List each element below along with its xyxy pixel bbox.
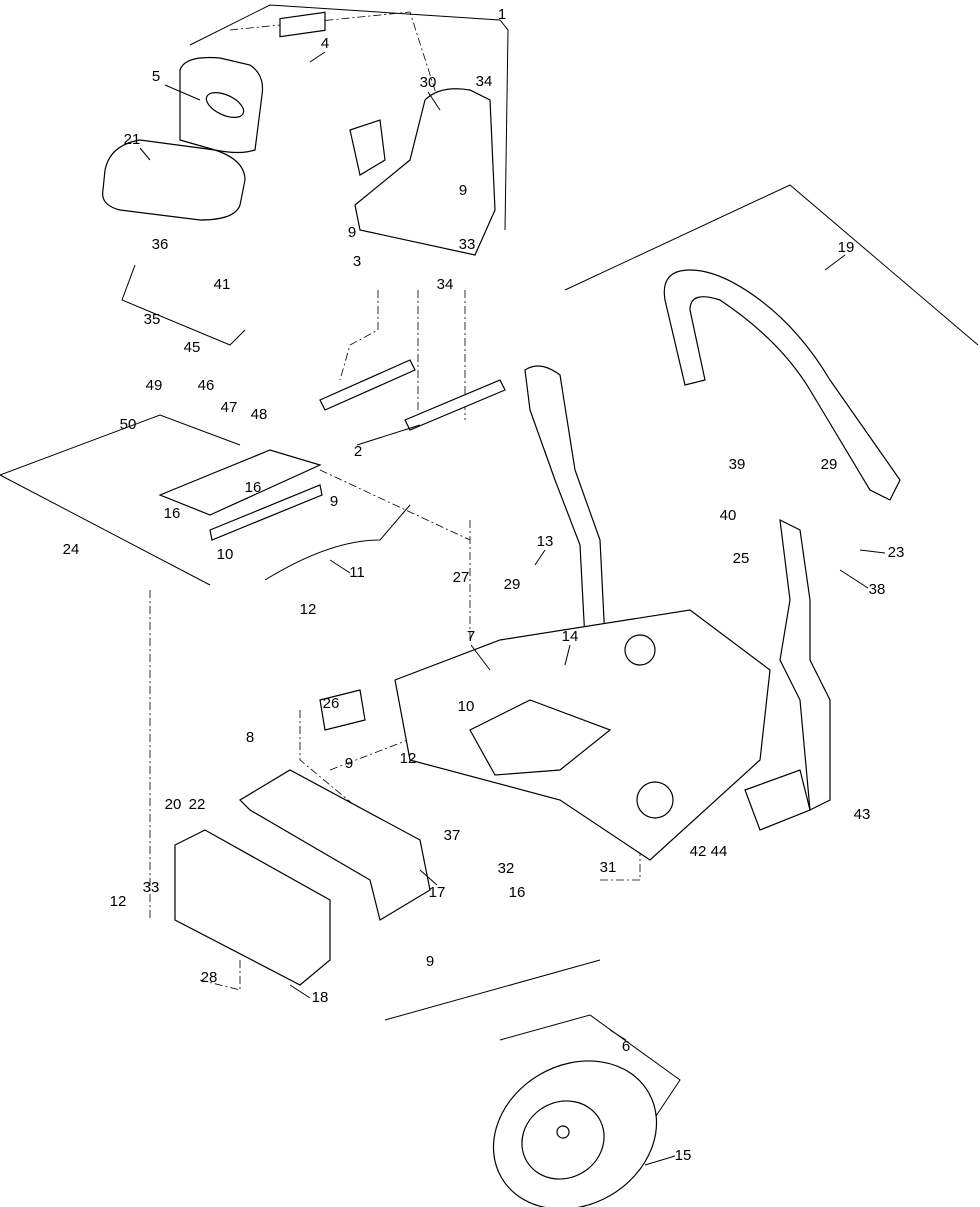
callout-6: 6 [622, 1038, 630, 1055]
callout-16: 16 [164, 505, 181, 522]
callout-16: 16 [509, 884, 526, 901]
callout-21: 21 [124, 131, 141, 148]
callout-25: 25 [733, 550, 750, 567]
seat-pan [280, 12, 495, 255]
callout-12: 12 [400, 750, 417, 767]
callout-11: 11 [349, 564, 365, 581]
callout-35: 35 [144, 311, 161, 328]
callout-48: 48 [251, 406, 268, 423]
callout-28: 28 [201, 969, 218, 986]
callout-26: 26 [323, 695, 340, 712]
callout-19: 19 [838, 239, 855, 256]
callout-31: 31 [600, 859, 617, 876]
callout-17: 17 [429, 884, 446, 901]
callout-42: 42 [690, 843, 707, 860]
callout-29: 29 [821, 456, 838, 473]
callout-44: 44 [711, 843, 728, 860]
callout-10: 10 [217, 546, 234, 563]
callout-9: 9 [345, 755, 353, 772]
callout-14: 14 [562, 628, 579, 645]
callout-41: 41 [214, 276, 231, 293]
callout-43: 43 [854, 806, 871, 823]
callout-34: 34 [476, 73, 493, 90]
callout-45: 45 [184, 339, 201, 356]
callout-9: 9 [348, 224, 356, 241]
callout-27: 27 [453, 569, 470, 586]
callout-23: 23 [888, 544, 905, 561]
callout-22: 22 [189, 796, 206, 813]
callout-47: 47 [221, 399, 238, 416]
callout-5: 5 [152, 68, 160, 85]
seat-mount-plate [160, 450, 410, 580]
callout-40: 40 [720, 507, 737, 524]
callout-36: 36 [152, 236, 169, 253]
callout-8: 8 [246, 729, 254, 746]
callout-10: 10 [458, 698, 475, 715]
callout-39: 39 [729, 456, 746, 473]
callout-20: 20 [165, 796, 182, 813]
callout-49: 49 [146, 377, 163, 394]
callout-46: 46 [198, 377, 215, 394]
callout-33: 33 [143, 879, 160, 896]
callout-30: 30 [420, 74, 437, 91]
callout-7: 7 [467, 628, 475, 645]
callout-32: 32 [498, 860, 515, 877]
callout-50: 50 [120, 416, 137, 433]
leader-lines [140, 52, 885, 1165]
callout-34: 34 [437, 276, 454, 293]
callout-9: 9 [459, 182, 467, 199]
callout-33: 33 [459, 236, 476, 253]
callout-12: 12 [110, 893, 127, 910]
callout-29: 29 [504, 576, 521, 593]
callout-16: 16 [245, 479, 262, 496]
callout-3: 3 [353, 253, 361, 270]
callout-2: 2 [354, 443, 362, 460]
footrest-bracket [175, 690, 430, 985]
callout-9: 9 [426, 953, 434, 970]
callout-4: 4 [321, 35, 329, 52]
main-frame [395, 610, 810, 860]
seat-slides [320, 360, 505, 430]
callout-18: 18 [312, 989, 329, 1006]
callout-13: 13 [537, 533, 554, 550]
callout-12: 12 [300, 601, 317, 618]
wheel [466, 1032, 683, 1207]
callout-1: 1 [498, 6, 506, 23]
callout-38: 38 [869, 581, 886, 598]
callout-9: 9 [330, 493, 338, 510]
callout-15: 15 [675, 1147, 692, 1164]
callout-37: 37 [444, 827, 461, 844]
callout-24: 24 [63, 541, 80, 558]
